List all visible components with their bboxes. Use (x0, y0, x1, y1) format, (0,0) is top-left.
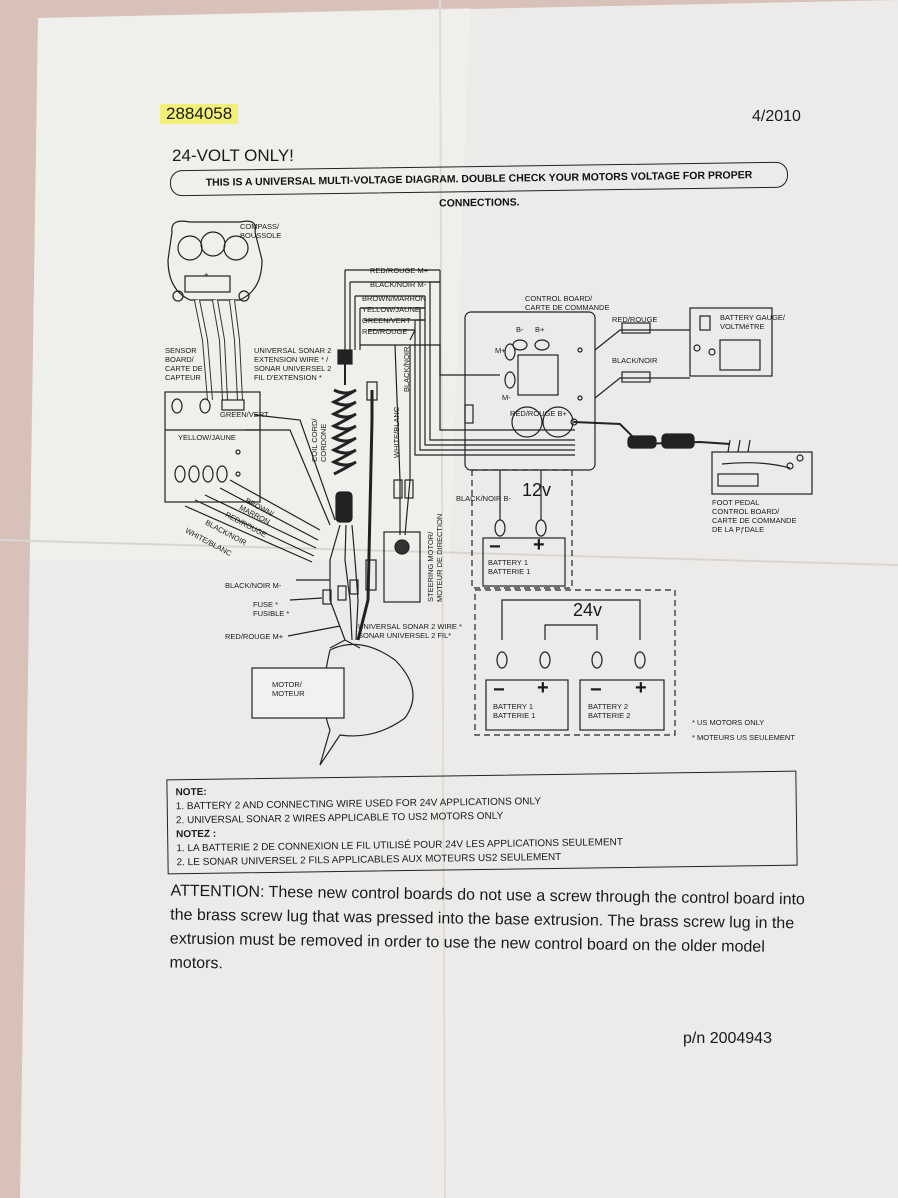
sensor-board-label: SENSOR BOARD/ CARTE DE CAPTEUR (165, 346, 203, 382)
fuse-label: FUSE * FUSIBLE * (253, 600, 290, 618)
battery-2-24v (579, 651, 665, 731)
battery1-24v-minus: − (493, 679, 505, 701)
battery2-24v-plus: + (635, 677, 647, 699)
sonar-wire-label: UNIVERSAL SONAR 2 WIRE * SONAR UNIVERSEL… (358, 622, 462, 640)
coil-cord-label: COIL CORD/ CORDONE (310, 418, 328, 462)
m-minus-label: M- (502, 393, 511, 402)
red-gauge-label: RED/ROUGE (612, 315, 658, 324)
b-plus-label: B+ (535, 325, 545, 334)
wire-label-2: BLACK/NOIR M- (370, 280, 427, 289)
voltage-24v-label: 24v (573, 600, 603, 620)
red-bplus-label: RED/ROUGE B+ (510, 409, 567, 418)
coil-cord (330, 349, 357, 523)
wire-label-5: GREEN/VERT (362, 316, 411, 325)
black-bminus-label: BLACK/NOIR B- (456, 494, 512, 503)
sensor-board (164, 391, 261, 503)
wire-label-3: BROWN/MARRON (362, 294, 427, 303)
wire-label-1: RED/ROUGE M+ (370, 266, 429, 275)
wire-label-6: RED/ROUGE (362, 327, 408, 336)
compass-plus-label: + (204, 270, 209, 279)
voltage-title: 24-VOLT ONLY! (172, 146, 294, 165)
b-minus-label: B- (516, 325, 524, 334)
battery1-12v-plus: + (533, 534, 545, 556)
battery1-12v-minus: − (489, 536, 501, 558)
battery2-24v-label: BATTERY 2 BATTERIE 2 (588, 702, 631, 720)
control-board (464, 311, 596, 471)
attention-paragraph: ATTENTION: These new control boards do n… (169, 882, 806, 973)
battery2-24v-minus: − (590, 679, 602, 701)
battery-gauge (689, 307, 773, 377)
document-date: 4/2010 (752, 108, 801, 125)
voltage-12v-label: 12v (522, 480, 552, 500)
foot-pedal-label: FOOT PEDAL CONTROL BOARD/ CARTE DE COMMA… (712, 498, 797, 534)
us-only-fr-label: * MOTEURS US SEULEMENT (692, 733, 795, 742)
compass-module (167, 220, 263, 302)
red-m-label: RED/ROUGE M+ (225, 632, 284, 641)
trolling-motor (251, 639, 414, 766)
notes-box: NOTE: 1. BATTERY 2 AND CONNECTING WIRE U… (166, 770, 798, 875)
battery1-24v-label: BATTERY 1 BATTERIE 1 (493, 702, 536, 720)
part-number: p/n 2004943 (683, 1030, 772, 1047)
us-only-label: * US MOTORS ONLY (692, 718, 765, 727)
battery-gauge-label: BATTERY GAUGE/ VOLTMéTRE (720, 313, 786, 331)
battery1-24v-plus: + (537, 677, 549, 699)
document-number: 2884058 (160, 104, 239, 124)
compass-label: COMPASS/ BOUSSOLE (240, 222, 282, 240)
yellow-wire-label: YELLOW/JAUNE (178, 433, 236, 442)
wire-label-4: YELLOW/JAUNE (362, 305, 420, 314)
foot-pedal-board (711, 439, 813, 495)
black-gauge-label: BLACK/NOIR (612, 356, 658, 365)
black-m-label: BLACK/NOIR M- (225, 581, 282, 590)
green-wire-label: GREEN/VERT (220, 410, 269, 419)
motor-label: MOTOR/ MOTEUR (272, 680, 305, 698)
control-board-label: CONTROL BOARD/ CARTE DE COMMANDE (525, 294, 610, 312)
battery-1-24v (485, 651, 569, 731)
steering-motor-label: STEERING MOTOR/ MOTEUR DE DIRECTION (426, 513, 444, 602)
black-wire-vertical-label: BLACK/NOIR (402, 346, 411, 392)
m-plus-label: M+ (495, 346, 506, 355)
white-wire-label: WHITE/BLANC (392, 406, 401, 458)
sonar-extension-label: UNIVERSAL SONAR 2 EXTENSION WIRE * / SON… (254, 346, 332, 382)
battery-12v (482, 519, 566, 587)
battery1-12v-label: BATTERY 1 BATTERIE 1 (488, 558, 531, 576)
steering-motor (383, 531, 421, 603)
